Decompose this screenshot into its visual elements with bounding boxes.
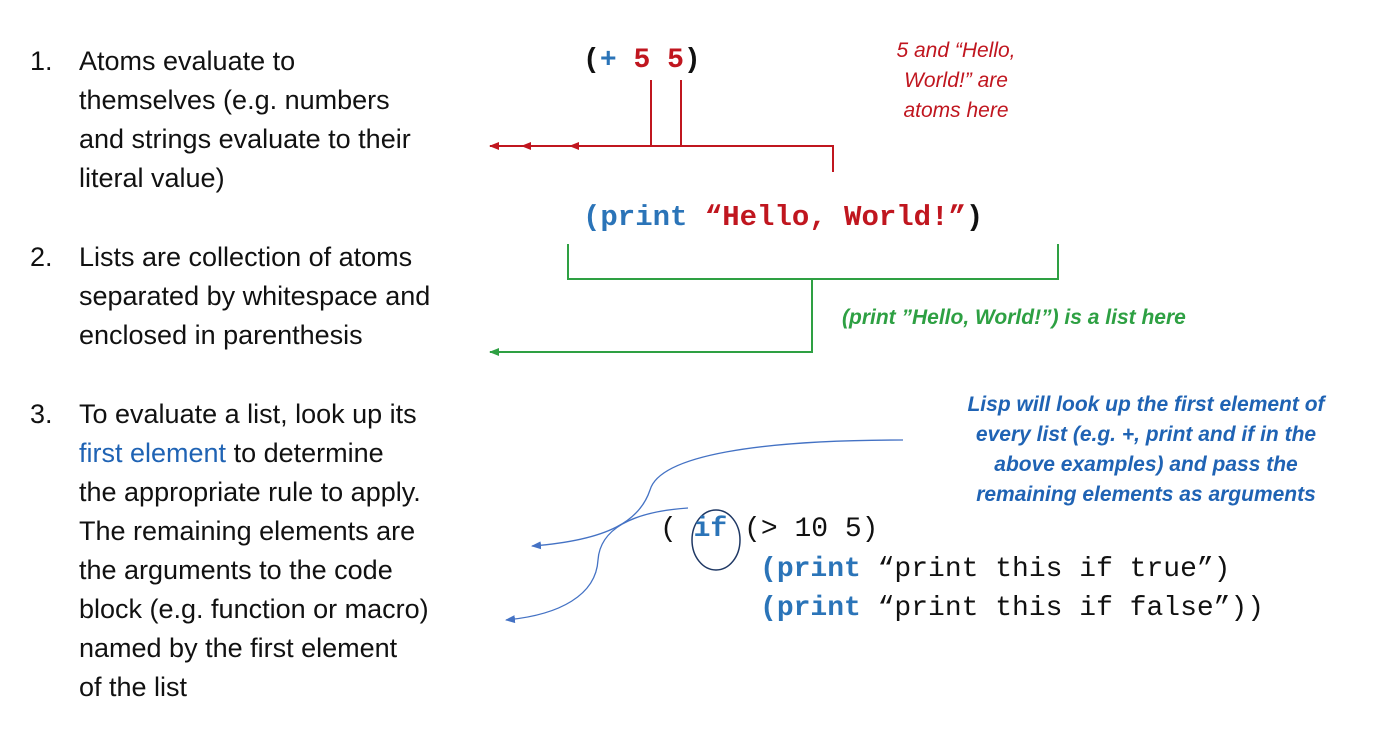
first-element-highlight: first element <box>79 438 227 468</box>
rule-1-line-2: themselves (e.g. numbers <box>79 85 390 115</box>
rule-3-line-8: of the list <box>79 672 188 702</box>
code-example-plus: (+ 5 5) <box>583 45 701 77</box>
lookup-note-line-1: Lisp will look up the first element of <box>967 393 1325 416</box>
rule-1-line-3: and strings evaluate to their <box>79 124 411 154</box>
paren-open: ( <box>660 514 677 545</box>
atoms-note-line-3: atoms here <box>903 99 1009 122</box>
code-example-if-line-2: (print “print this if true”) <box>760 554 1231 586</box>
rule-3-line-2: first element to determine <box>79 434 384 473</box>
atom-5-a: 5 <box>633 45 651 76</box>
lookup-note: Lisp will look up the first element of e… <box>940 390 1352 510</box>
rule-2-line-2: separated by whitespace and <box>79 281 431 311</box>
print-function: print <box>600 201 688 234</box>
rule-1-line-1: Atoms evaluate to <box>79 46 296 76</box>
hello-string: “Hello, World!” <box>704 201 966 234</box>
rule-3-number: 3. <box>30 399 53 429</box>
rule-3-line-7: named by the first element <box>79 633 398 663</box>
true-branch-rest: “print this if true”) <box>860 554 1231 585</box>
rule-2-line-3: enclosed in parenthesis <box>79 320 363 350</box>
print-function: print <box>776 554 861 585</box>
atoms-note-line-1: 5 and “Hello, <box>896 39 1016 62</box>
plus-operator: + <box>599 45 617 76</box>
rule-3-line-1: To evaluate a list, look up its <box>79 399 417 429</box>
paren-close: ) <box>683 45 701 76</box>
code-example-if-line-1: ( if (> 10 5) <box>660 514 878 546</box>
list-connector <box>489 244 1059 356</box>
rule-3-line-4: The remaining elements are <box>79 516 416 546</box>
rule-3-line-2-rest: to determine <box>226 438 384 468</box>
rule-2-number: 2. <box>30 242 53 272</box>
list-note: (print ”Hello, World!”) is a list here <box>842 306 1186 329</box>
lookup-note-line-2: every list (e.g. +, print and if in the <box>975 423 1317 446</box>
lookup-note-line-4: remaining elements as arguments <box>976 483 1316 506</box>
atom-5-b: 5 <box>667 45 684 76</box>
lookup-connector <box>505 439 904 624</box>
code-example-print: (print “Hello, World!”) <box>583 202 983 234</box>
rule-1-number: 1. <box>30 46 53 76</box>
print-function: print <box>776 593 861 624</box>
rule-3-line-6: block (e.g. function or macro) <box>79 594 429 624</box>
if-condition: (> 10 5) <box>744 514 879 545</box>
false-branch-rest: “print this if false”)) <box>860 593 1265 624</box>
atom-connector <box>489 80 834 172</box>
if-keyword: if <box>693 514 728 545</box>
rule-2-line-1: Lists are collection of atoms <box>79 242 413 272</box>
paren-open: ( <box>760 593 777 624</box>
rule-1-line-4: literal value) <box>79 163 225 193</box>
paren-close: ) <box>965 201 984 234</box>
if-highlight-circle <box>691 509 741 571</box>
lookup-note-line-3: above examples) and pass the <box>994 453 1298 476</box>
paren-open: ( <box>583 45 600 76</box>
rule-3-line-5: the arguments to the code <box>79 555 393 585</box>
atoms-note-line-2: World!” are <box>904 69 1008 92</box>
code-example-if-line-3: (print “print this if false”)) <box>760 593 1264 625</box>
rule-3-line-3: the appropriate rule to apply. <box>79 477 421 507</box>
paren-open: ( <box>583 201 601 234</box>
atoms-note: 5 and “Hello, World!” are atoms here <box>856 36 1056 126</box>
paren-open: ( <box>760 554 777 585</box>
